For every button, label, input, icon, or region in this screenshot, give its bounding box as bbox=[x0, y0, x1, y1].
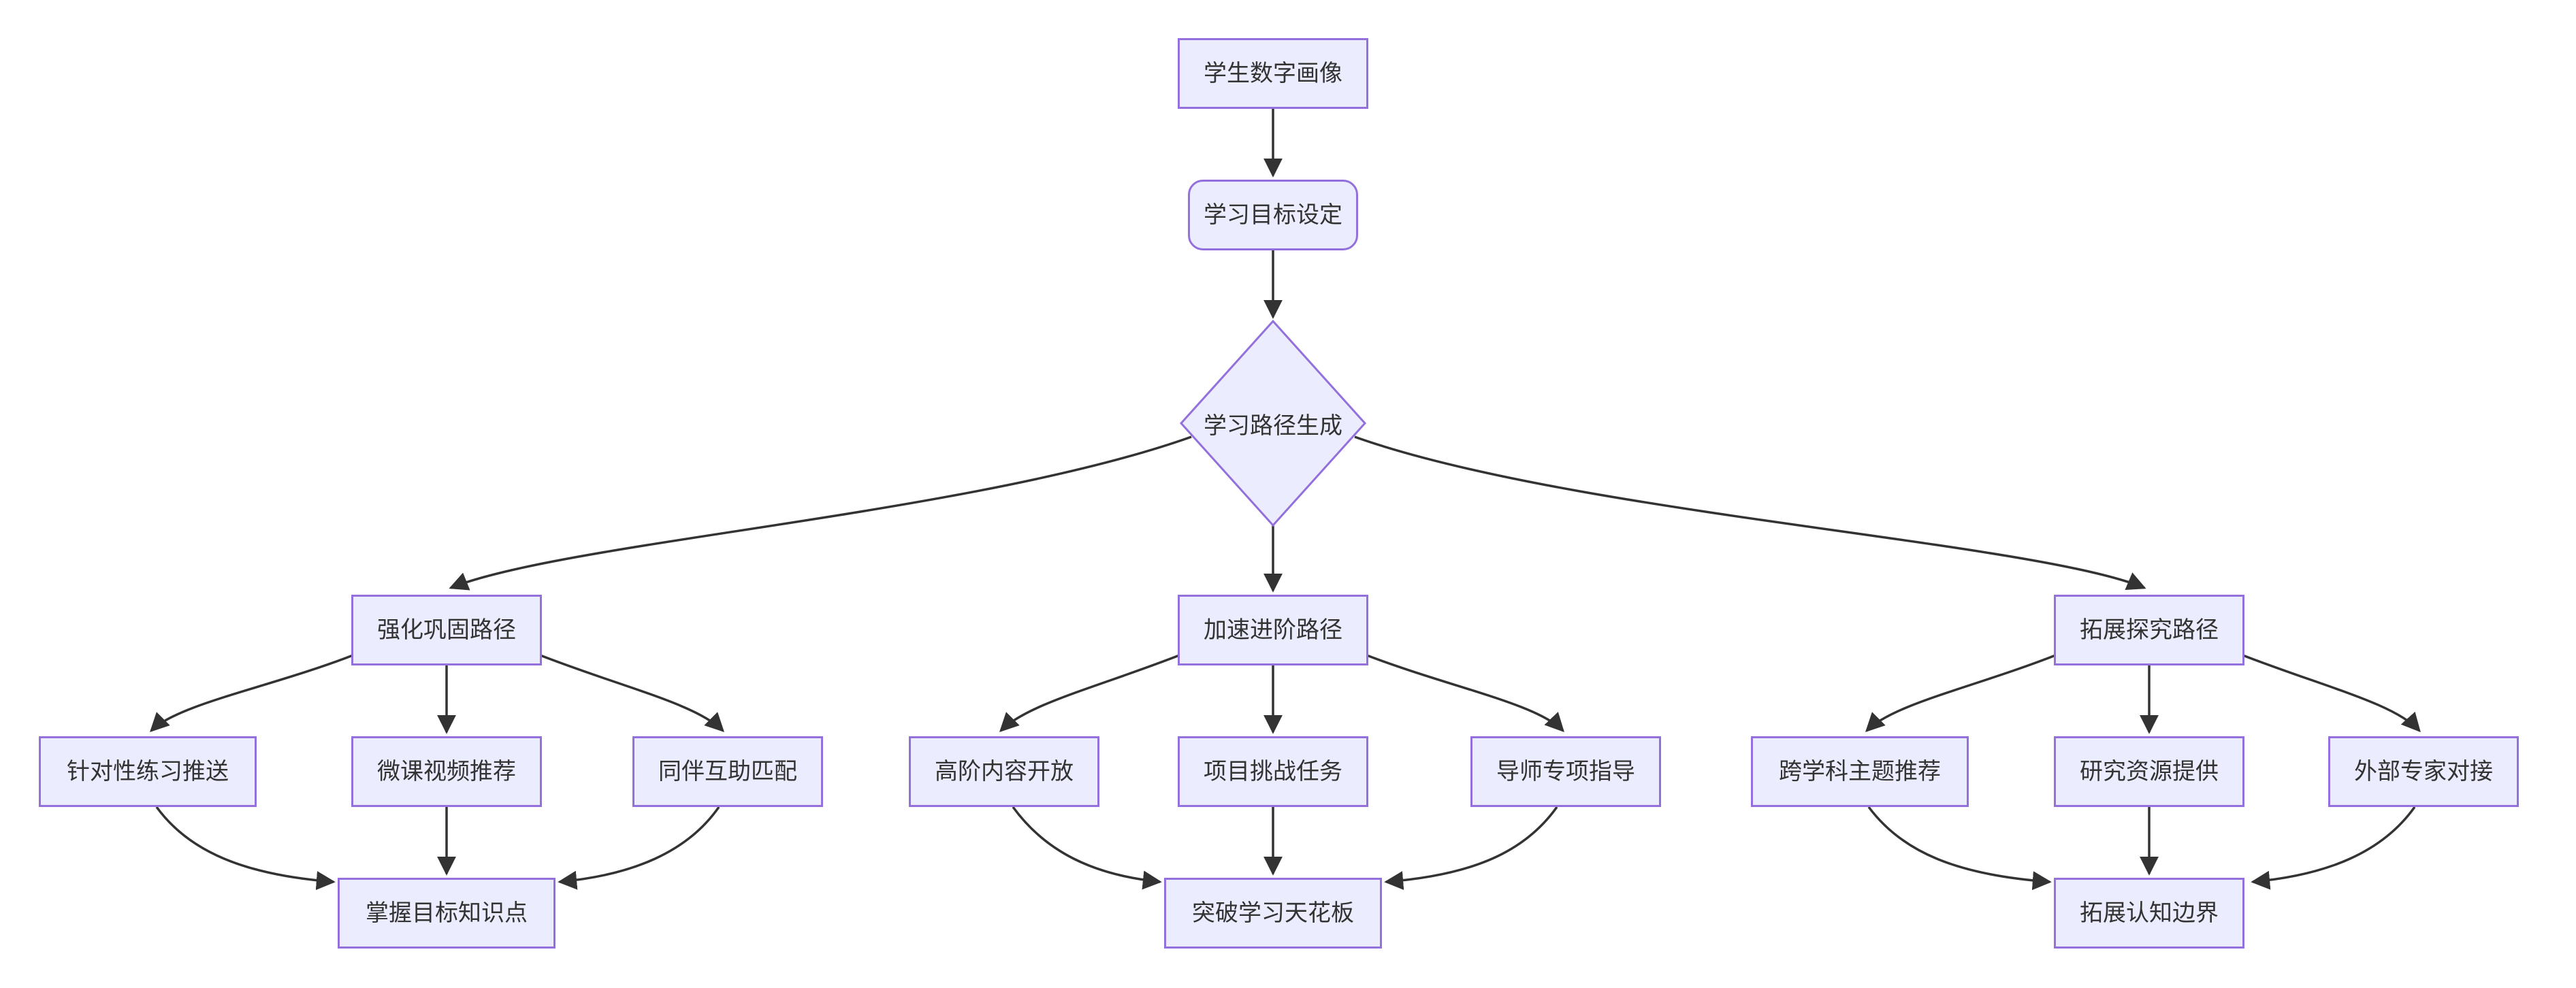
node-break-ceiling: 突破学习天花板 bbox=[1164, 878, 1382, 949]
node-micro-video: 微课视频推荐 bbox=[351, 736, 542, 807]
edge-accelerate-path-to-mentor-guidance bbox=[1364, 653, 1564, 733]
edge-peer-help-to-master-knowledge bbox=[558, 806, 720, 890]
node-reinforce-path: 强化巩固路径 bbox=[351, 595, 542, 665]
edge-reinforce-path-to-targeted-practice bbox=[150, 653, 355, 732]
node-expand-cognition: 拓展认知边界 bbox=[2054, 878, 2244, 949]
edge-explore-path-to-interdisciplinary bbox=[1865, 653, 2058, 732]
node-expert-connect: 外部专家对接 bbox=[2328, 736, 2519, 807]
edge-reinforce-path-to-peer-help bbox=[538, 653, 724, 732]
node-path-generation-label: 学习路径生成 bbox=[1204, 412, 1342, 439]
node-advanced-content: 高阶内容开放 bbox=[909, 736, 1099, 807]
node-explore-path: 拓展探究路径 bbox=[2054, 595, 2244, 665]
node-path-generation-diamond-shape bbox=[1179, 319, 1367, 527]
node-peer-help: 同伴互助匹配 bbox=[632, 736, 823, 807]
node-goal-setting: 学习目标设定 bbox=[1188, 180, 1358, 250]
node-accelerate-path: 加速进阶路径 bbox=[1178, 595, 1368, 665]
node-mentor-guidance: 导师专项指导 bbox=[1470, 736, 1661, 807]
edge-targeted-practice-to-master-knowledge bbox=[155, 806, 336, 891]
node-research-resources: 研究资源提供 bbox=[2054, 736, 2244, 807]
edge-path-generation-to-reinforce-path bbox=[449, 435, 1192, 591]
node-master-knowledge: 掌握目标知识点 bbox=[338, 878, 556, 949]
edge-expert-connect-to-expand-cognition bbox=[2251, 806, 2416, 890]
edge-interdisciplinary-to-expand-cognition bbox=[1867, 806, 2052, 891]
node-project-challenge: 项目挑战任务 bbox=[1178, 736, 1368, 807]
edge-accelerate-path-to-advanced-content bbox=[999, 653, 1182, 732]
edge-advanced-content-to-break-ceiling bbox=[1012, 806, 1162, 890]
edge-explore-path-to-expert-connect bbox=[2240, 653, 2421, 733]
node-interdisciplinary: 跨学科主题推荐 bbox=[1751, 736, 1969, 807]
edge-path-generation-to-explore-path bbox=[1354, 435, 2146, 591]
node-targeted-practice: 针对性练习推送 bbox=[39, 736, 257, 807]
edge-mentor-guidance-to-break-ceiling bbox=[1384, 806, 1558, 890]
node-student-profile: 学生数字画像 bbox=[1178, 38, 1368, 109]
